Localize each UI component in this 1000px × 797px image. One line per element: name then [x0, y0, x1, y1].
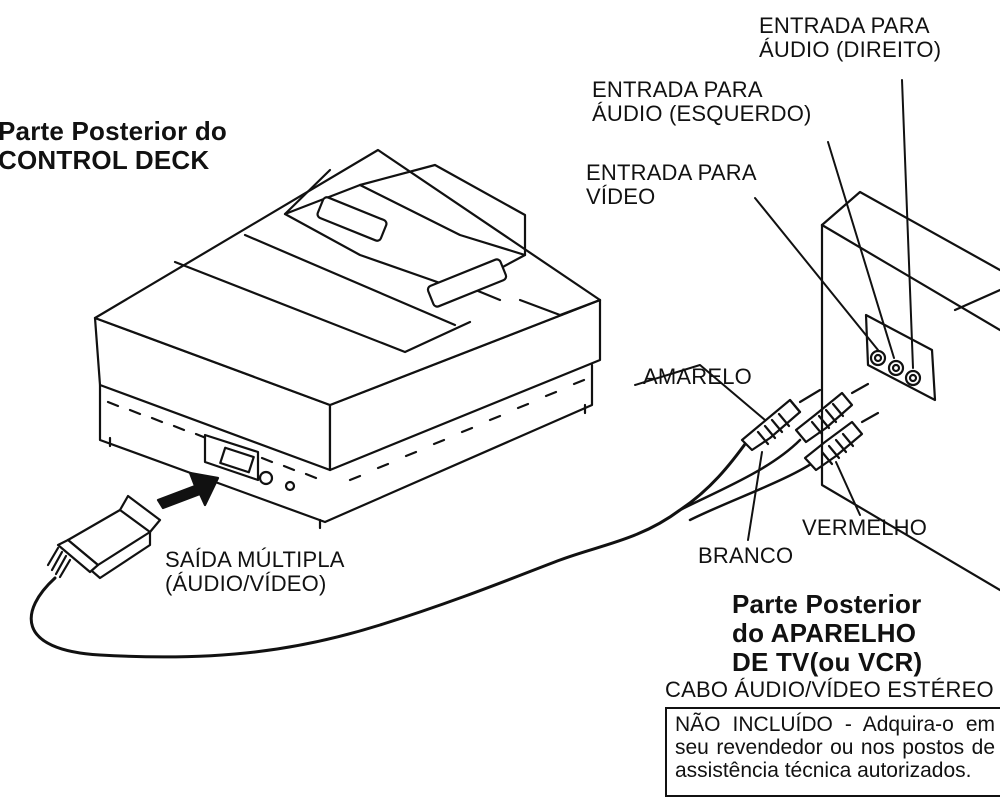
yellow-plug-label: AMARELO: [643, 364, 752, 389]
red-plug-label: VERMELHO: [802, 515, 928, 540]
tv-back-title: Parte Posterior do APARELHO DE TV(ou VCR…: [732, 589, 923, 677]
console-back-title: Parte Posterior do CONTROL DECK: [0, 116, 227, 175]
multi-out-plug: [46, 494, 162, 580]
rca-plug-yellow: [740, 388, 822, 452]
rca-plug-white: [794, 382, 870, 444]
insert-arrow: [156, 471, 220, 510]
cable-note-text: NÃO INCLUÍDO - Adquira-o em seu revended…: [675, 713, 995, 782]
audio-right-input-label: ENTRADA PARA ÁUDIO (DIREITO): [759, 13, 942, 62]
video-input-label: ENTRADA PARA VÍDEO: [586, 160, 757, 209]
audio-left-jack: [887, 359, 905, 377]
leader-lines: [634, 79, 914, 541]
white-plug-label: BRANCO: [698, 543, 794, 568]
control-deck-illustration: [93, 148, 602, 530]
tv-back-illustration: [820, 190, 1000, 592]
audio-right-jack: [904, 369, 922, 387]
cable-note-box: NÃO INCLUÍDO - Adquira-o em seu revended…: [665, 707, 1000, 797]
audio-left-input-label: ENTRADA PARA ÁUDIO (ESQUERDO): [592, 77, 812, 126]
cable-title: CABO ÁUDIO/VÍDEO ESTÉREO: [665, 677, 994, 702]
multi-out-label: SAÍDA MÚLTIPLA (ÁUDIO/VÍDEO): [165, 547, 345, 596]
rca-plug-red: [803, 411, 880, 472]
